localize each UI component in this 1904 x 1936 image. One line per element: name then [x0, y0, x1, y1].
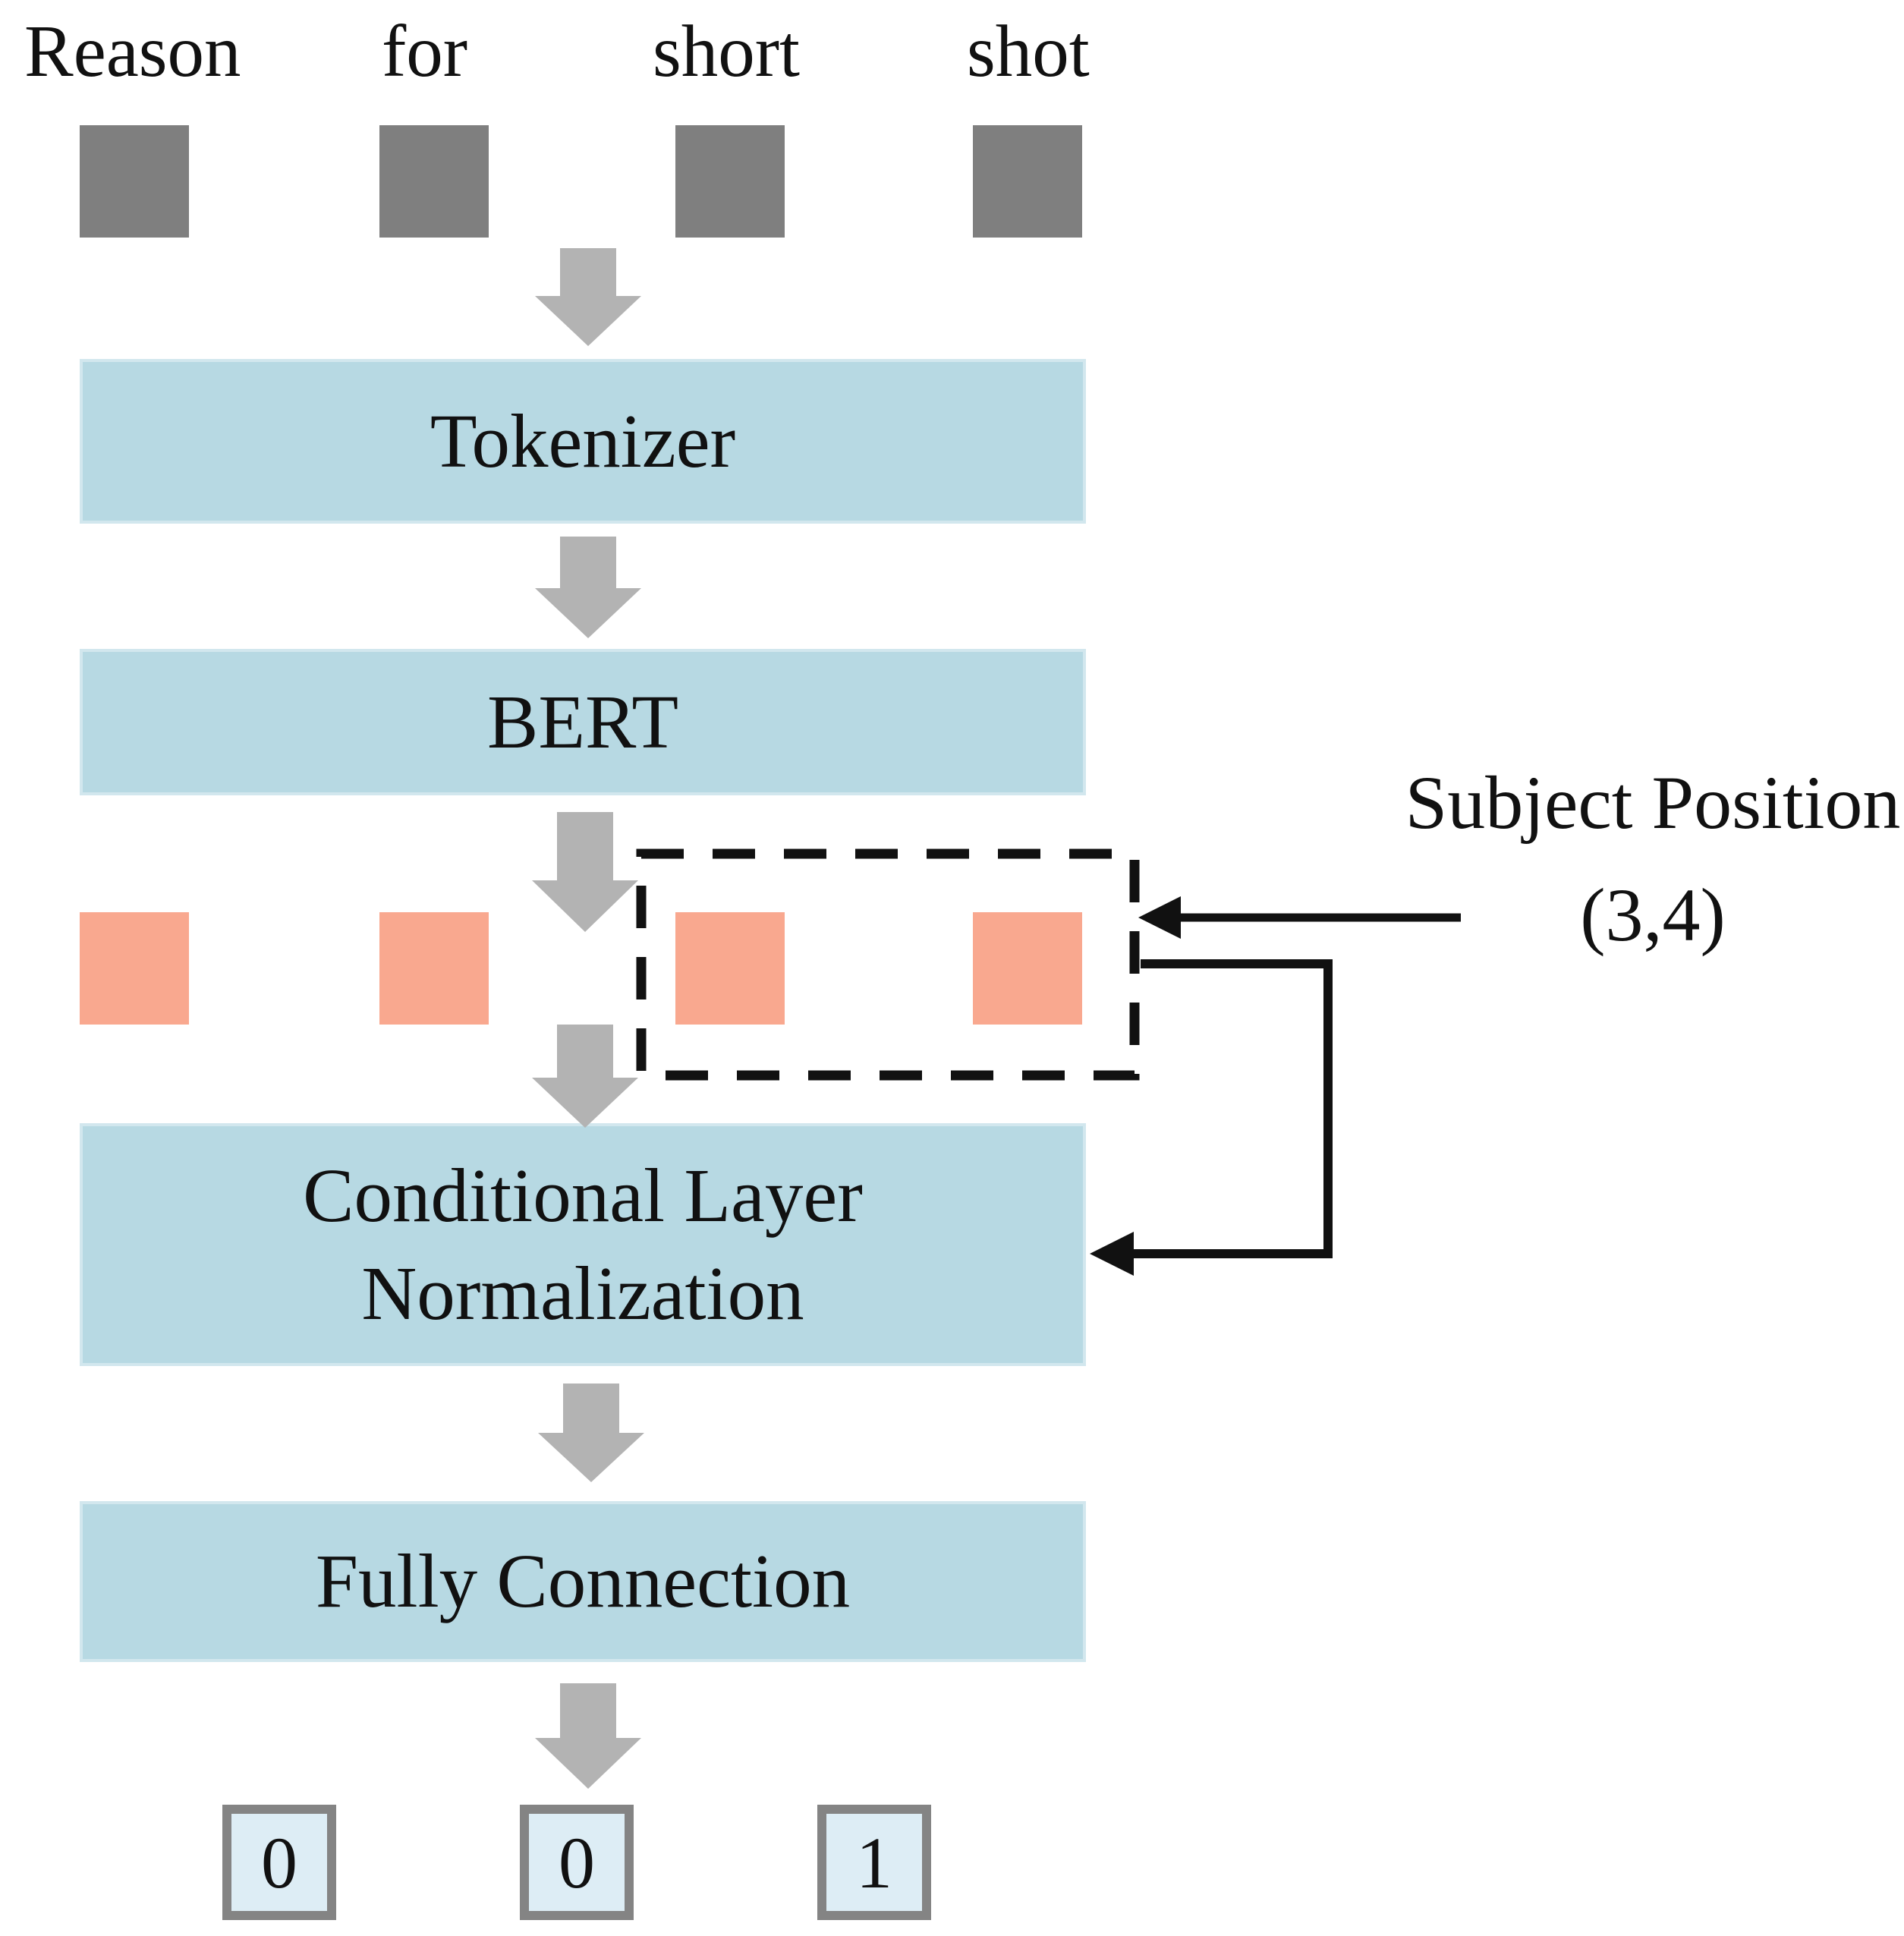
input-token-square-3	[675, 125, 785, 238]
tokenizer-block: Tokenizer	[80, 359, 1086, 524]
span-to-cln-arrowhead	[1090, 1232, 1134, 1276]
output-value-3: 1	[856, 1821, 892, 1903]
fully-connection-block: Fully Connection	[80, 1501, 1086, 1662]
fully-connection-label: Fully Connection	[315, 1538, 851, 1624]
tokenizer-label: Tokenizer	[430, 398, 736, 483]
embedding-square-1	[80, 912, 189, 1025]
embedding-square-4	[973, 912, 1082, 1025]
down-arrow-cln-to-fc	[538, 1384, 644, 1482]
conditional-layer-normalization-block: Conditional Layer Normalization	[80, 1123, 1086, 1366]
input-word-reason: Reason	[24, 11, 241, 92]
down-arrow-bert-to-embeddings	[532, 812, 638, 932]
down-arrow-fc-to-outputs	[535, 1683, 641, 1789]
down-arrow-embeddings-to-cln	[532, 1025, 638, 1128]
span-to-cln-connector-line	[1132, 959, 1333, 1258]
output-cell-3: 1	[817, 1805, 931, 1920]
subject-position-arrowhead	[1138, 896, 1181, 939]
input-token-square-2	[379, 125, 489, 238]
input-word-for: for	[382, 11, 468, 92]
output-cell-2: 0	[520, 1805, 634, 1920]
down-arrow-tokenizer-to-bert	[535, 537, 641, 638]
down-arrow-words-to-tokenizer	[535, 248, 641, 346]
output-cell-1: 0	[222, 1805, 336, 1920]
subject-position-title: Subject Position	[1405, 760, 1901, 845]
cln-label-line2: Normalization	[361, 1251, 804, 1336]
cln-label-line1: Conditional Layer	[303, 1152, 863, 1238]
output-value-2: 0	[559, 1821, 595, 1903]
input-word-shot: shot	[967, 11, 1090, 92]
output-value-1: 0	[261, 1821, 297, 1903]
input-token-square-1	[80, 125, 189, 238]
bert-label: BERT	[486, 678, 679, 764]
subject-position-value: (3,4)	[1580, 873, 1726, 957]
input-word-short: short	[653, 11, 800, 92]
input-token-square-4	[973, 125, 1082, 238]
embedding-square-2	[379, 912, 489, 1025]
embedding-square-3	[675, 912, 785, 1025]
bert-block: BERT	[80, 649, 1086, 795]
